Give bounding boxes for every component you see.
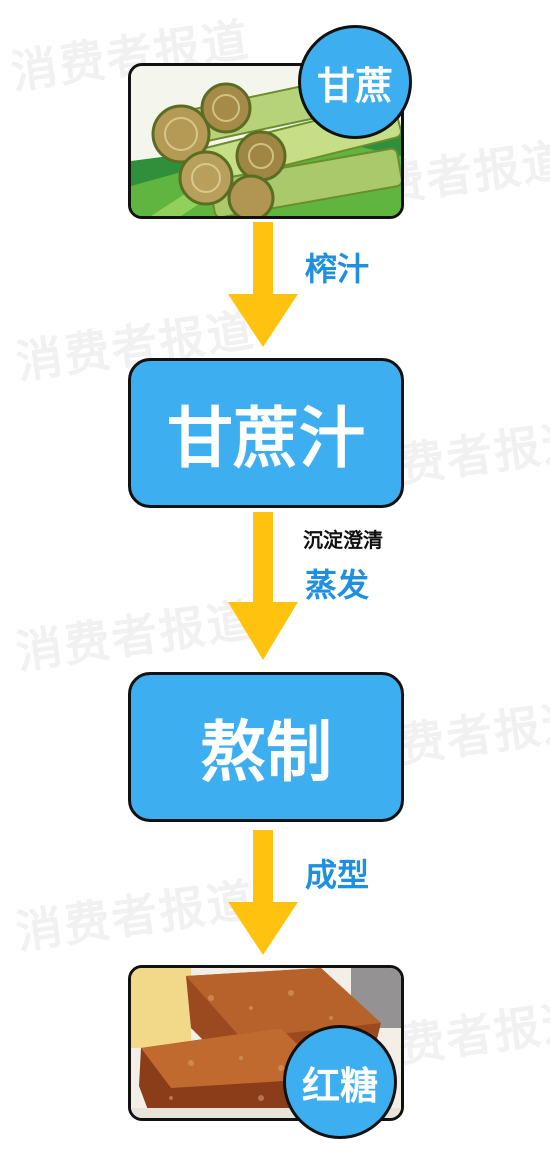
step-label-clarify: 沉淀澄清 <box>303 528 383 552</box>
arrow-down-icon <box>228 512 298 660</box>
step-label-evaporate: 蒸发 <box>305 566 370 604</box>
arrow-down-icon <box>228 222 298 347</box>
node-brown-sugar: 红糖 <box>283 1025 397 1139</box>
watermark-text: 消费者报道 <box>12 592 259 680</box>
node-sugarcane-juice: 甘蔗汁 <box>128 358 404 508</box>
step-label-press: 榨汁 <box>305 250 370 288</box>
step-label-shape: 成型 <box>305 856 370 894</box>
node-boil: 熬制 <box>128 672 404 822</box>
sugarcane-image <box>131 66 401 216</box>
watermark-text: 消费者报道 <box>12 872 259 960</box>
sugarcane-photo <box>128 63 404 219</box>
arrow-down-icon <box>228 830 298 955</box>
node-sugarcane: 甘蔗 <box>298 25 412 139</box>
